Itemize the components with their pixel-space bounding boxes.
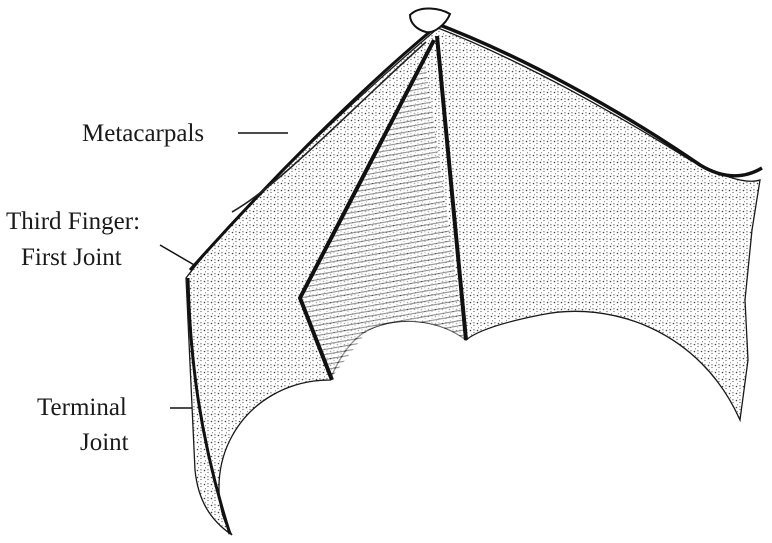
metacarpals-label: Metacarpals — [82, 121, 204, 146]
terminal-label: Terminal — [37, 395, 127, 420]
wrist-joint — [410, 8, 450, 32]
third-finger-label: Third Finger: — [6, 209, 140, 234]
first-joint-label: First Joint — [21, 245, 122, 270]
wing-membrane — [186, 28, 760, 535]
joint-label: Joint — [80, 430, 129, 455]
third-finger-leader-line — [160, 245, 196, 266]
